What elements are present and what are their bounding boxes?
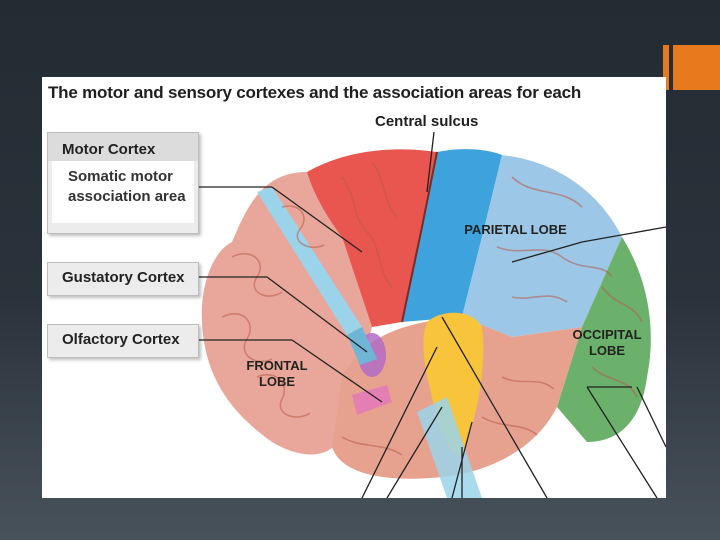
label-frontal-lobe: FRONTAL LOBE bbox=[246, 358, 308, 389]
insula-region bbox=[352, 385, 392, 415]
accent-block bbox=[673, 45, 720, 90]
label-central-sulcus: Central sulcus bbox=[375, 113, 479, 130]
somatosensory-region bbox=[402, 149, 502, 322]
somatic-motor-association-label: Somatic motor association area bbox=[52, 161, 194, 223]
leader-lines bbox=[197, 131, 666, 498]
accent-bar bbox=[663, 45, 669, 90]
label-occipital-lobe: OCCIPITAL LOBE bbox=[572, 327, 642, 358]
brain-diagram-image: The motor and sensory cortexes and the a… bbox=[42, 77, 666, 498]
label-parietal-lobe: PARIETAL LOBE bbox=[464, 222, 567, 237]
olfactory-cortex-title: Olfactory Cortex bbox=[62, 331, 180, 348]
probe-tool bbox=[257, 187, 362, 335]
occipital-lobe-region bbox=[557, 237, 651, 442]
motor-cortex-title: Motor Cortex bbox=[48, 133, 198, 161]
gustatory-cortex-title: Gustatory Cortex bbox=[62, 269, 185, 286]
frontal-lobe-region bbox=[201, 172, 372, 455]
callout-olfactory-cortex: Olfactory Cortex bbox=[47, 324, 199, 358]
central-sulcus-line bbox=[401, 151, 438, 323]
parietal-lobe-region bbox=[462, 155, 622, 337]
brain-illustration bbox=[197, 131, 666, 498]
callout-motor-cortex: Motor Cortex Somatic motor association a… bbox=[47, 132, 199, 234]
probe-tip bbox=[347, 327, 377, 365]
diagram-title: The motor and sensory cortexes and the a… bbox=[48, 83, 582, 102]
callout-gustatory-cortex: Gustatory Cortex bbox=[47, 262, 199, 296]
gyri-texture bbox=[221, 161, 643, 456]
